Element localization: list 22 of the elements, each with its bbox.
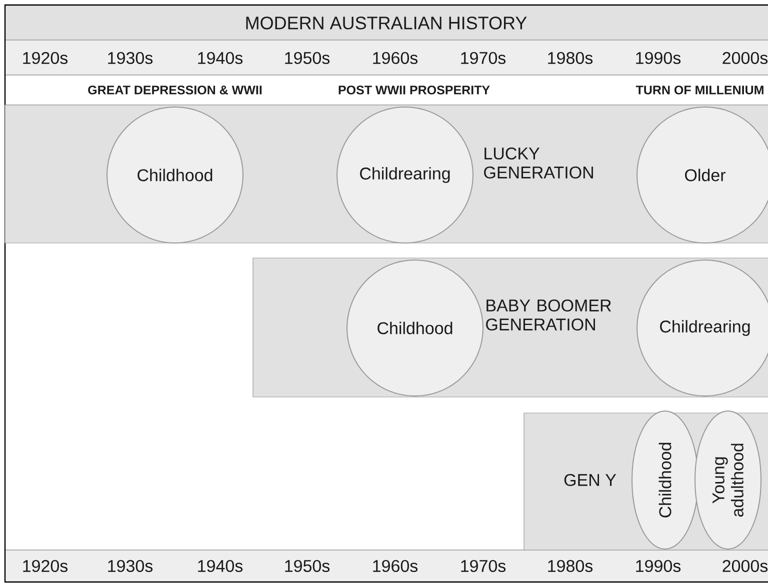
decade-label: 1980s [548, 52, 593, 64]
decade-label: 1940s [198, 52, 243, 64]
decade-label: 1920s [23, 52, 68, 64]
decade-label: 1990s [636, 560, 681, 572]
decade-label: 1980s [548, 560, 593, 572]
era-label: TURN OF MILLENIUM [636, 86, 764, 94]
decade-label: 1930s [108, 560, 153, 572]
decade-label: 1940s [198, 560, 243, 572]
title: MODERN AUSTRALIAN HISTORY [246, 16, 527, 30]
decade-label: 1970s [461, 52, 506, 64]
decade-label: 1950s [285, 560, 330, 572]
decade-label: 1950s [285, 52, 330, 64]
decade-label: 1960s [373, 52, 418, 64]
decade-label: 1920s [23, 560, 68, 572]
decade-label: 2000s [722, 52, 768, 64]
era-label: GREAT DEPRESSION & WWII [88, 86, 262, 94]
decade-label: 1970s [461, 560, 506, 572]
era-label: POST WWII PROSPERITY [338, 86, 490, 94]
decade-label: 2000s [722, 560, 768, 572]
decade-label: 1990s [636, 52, 681, 64]
decade-label: 1960s [373, 560, 418, 572]
decade-label: 1930s [108, 52, 153, 64]
